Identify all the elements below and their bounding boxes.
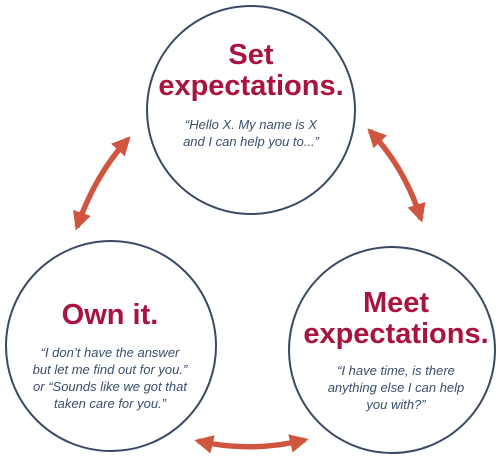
node-meet-expectations: Meet expectations. “I have time, is ther… (288, 288, 500, 413)
node-title: Own it. (61, 299, 159, 331)
node-quote: “Hello X. My name is X and I can help yo… (183, 117, 319, 149)
arrow-set-to-meet (367, 128, 426, 223)
node-title: Meet expectations. (303, 287, 489, 350)
node-title: Set expectations. (158, 39, 344, 102)
circle-set-expectations (146, 5, 356, 215)
circle-own-it (5, 240, 217, 452)
arrow-own-to-meet (194, 434, 309, 454)
node-own-it: Own it. “I don’t have the answer but let… (6, 300, 214, 412)
node-quote: “I don’t have the answer but let me find… (32, 345, 188, 411)
circle-meet-expectations (288, 246, 496, 454)
arrow-own-to-set (73, 136, 131, 231)
node-quote: “I have time, is there anything else I c… (327, 363, 465, 412)
node-set-expectations: Set expectations. “Hello X. My name is X… (141, 40, 361, 150)
